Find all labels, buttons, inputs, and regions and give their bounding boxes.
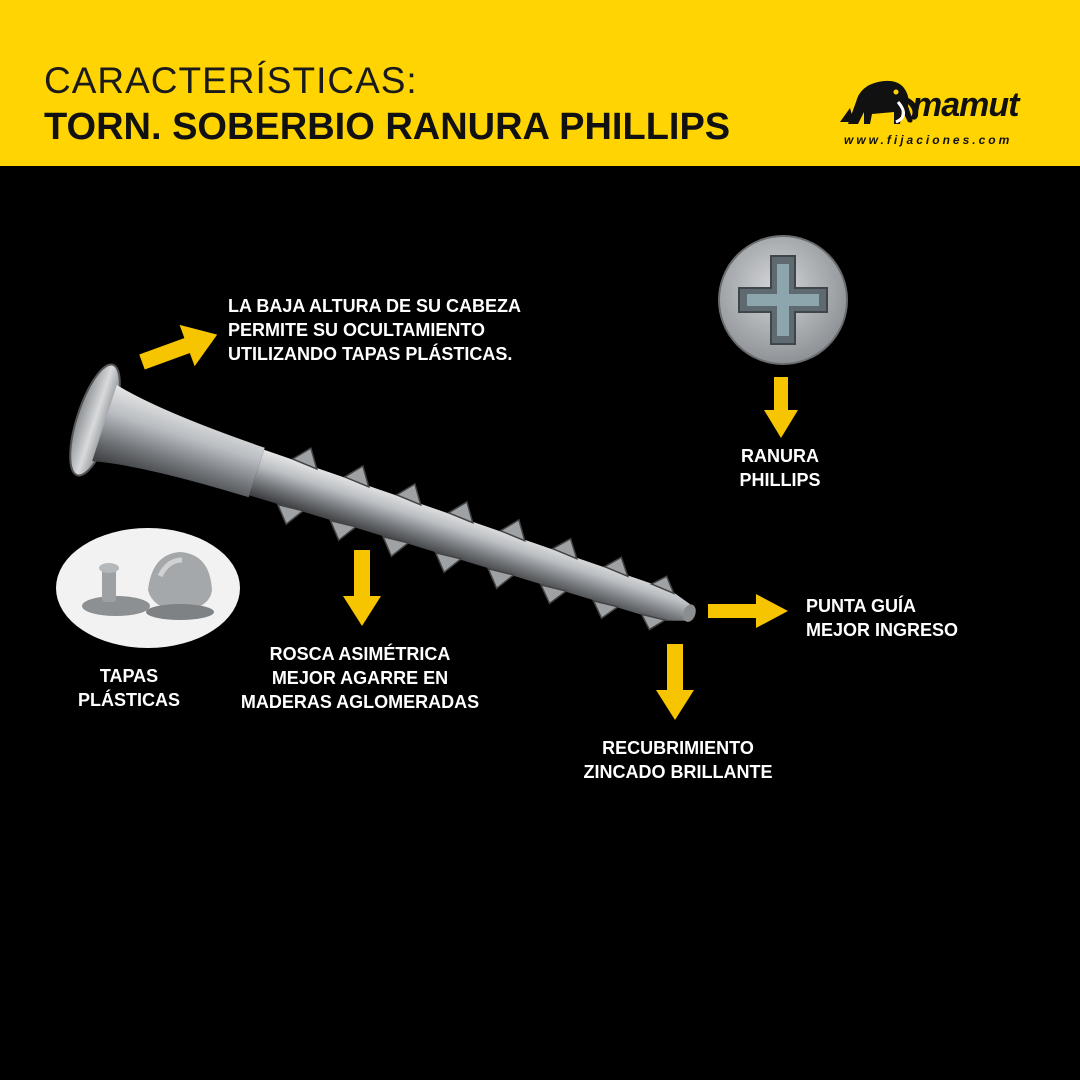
arrow-icon: [139, 324, 218, 370]
brand-logo: mamut www.fijaciones.com: [838, 72, 1038, 152]
page-title-line1: CARACTERÍSTICAS:: [44, 60, 418, 101]
mammoth-icon: [840, 80, 919, 124]
arrow-icon: [708, 594, 788, 628]
arrow-icon: [764, 377, 798, 438]
callout-phillips-slot: RANURA PHILLIPS: [739, 446, 821, 490]
callout-tip: PUNTA GUÍA MEJOR INGRESO: [806, 596, 959, 640]
arrow-icon: [656, 644, 694, 720]
callout-thread: ROSCA ASIMÉTRICA MEJOR AGARRE EN MADERAS…: [240, 644, 480, 712]
arrow-icon: [343, 550, 381, 626]
brand-url: www.fijaciones.com: [844, 133, 1013, 147]
callout-caps: TAPAS PLÁSTICAS: [77, 666, 180, 710]
phillips-head-image: [718, 235, 848, 365]
callout-coating: RECUBRIMIENTO ZINCADO BRILLANTE: [583, 738, 773, 782]
brand-name: mamut: [912, 86, 1019, 124]
header-banner: CARACTERÍSTICAS: TORN. SOBERBIO RANURA P…: [0, 0, 1080, 166]
page-title-line2: TORN. SOBERBIO RANURA PHILLIPS: [44, 106, 731, 148]
callout-head-height: LA BAJA ALTURA DE SU CABEZA PERMITE SU O…: [228, 296, 521, 364]
plastic-caps-image: [56, 528, 240, 648]
